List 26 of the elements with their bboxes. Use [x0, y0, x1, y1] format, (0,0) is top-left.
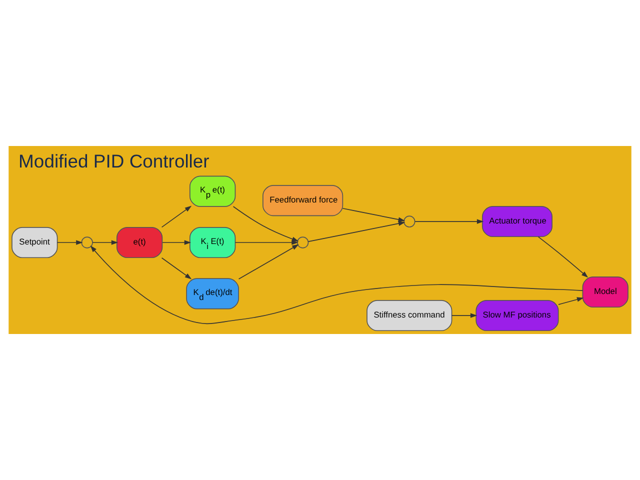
arrow: [234, 240, 298, 245]
diagram-title: Modified PID Controller: [18, 150, 210, 172]
arrow: [342, 208, 406, 222]
arrow: [538, 236, 588, 278]
node-box: Model: [582, 276, 628, 308]
node-box: e(t): [116, 227, 163, 258]
arrow: [90, 246, 584, 324]
arrow: [56, 240, 83, 245]
arrow: [238, 244, 299, 280]
arrow: [451, 313, 478, 318]
arrow: [161, 206, 192, 228]
arrow: [161, 257, 192, 280]
arrow: [308, 221, 406, 242]
arrow: [558, 297, 584, 305]
node-circle: [296, 236, 309, 248]
node-circle: [81, 236, 93, 248]
node-box: Feedforward force: [262, 185, 344, 216]
arrow: [232, 206, 299, 242]
arrow: [162, 240, 192, 245]
node-box: Stiffness command: [366, 300, 452, 332]
node-box: Actuator torque: [482, 206, 552, 238]
arrow: [92, 240, 118, 245]
node-circle: [404, 216, 416, 228]
arrow: [414, 219, 484, 224]
node-box: Setpoint: [12, 227, 58, 258]
node-box: Slow MF positions: [476, 300, 559, 332]
